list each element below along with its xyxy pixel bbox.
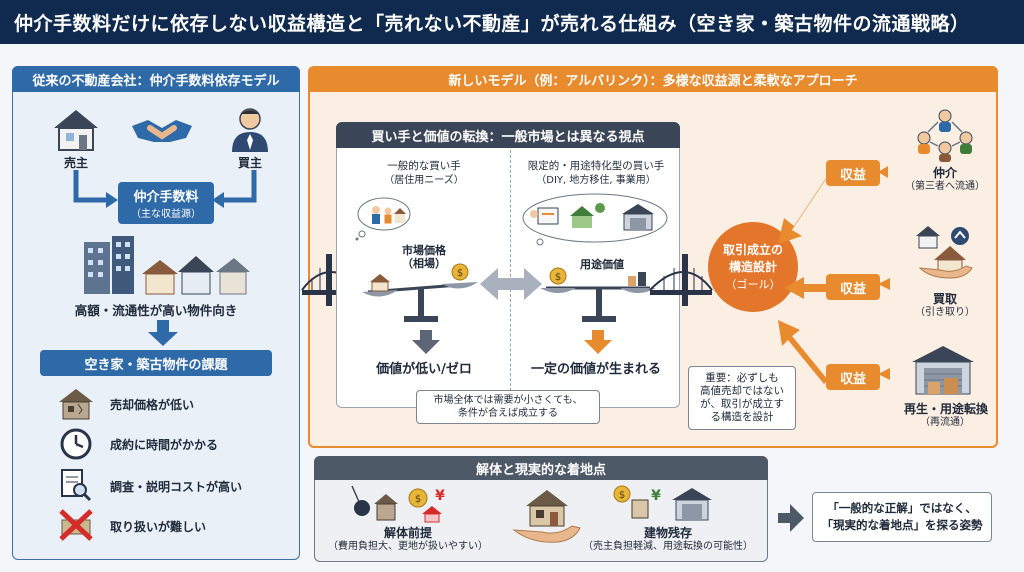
fee-title: 仲介手数料 [133, 190, 199, 205]
important-note-line-3: が、取引が成立す [700, 398, 784, 410]
cross-money-icon [59, 509, 93, 541]
use-value-label: 用途価値 [580, 258, 624, 271]
source-2-name: 買取 [932, 292, 957, 306]
market-price-sub: （相場） [402, 257, 446, 270]
general-buyer-label: 一般的な買い手 [387, 160, 461, 172]
down-arrow-icon [148, 320, 178, 346]
bridge-right-icon [649, 254, 713, 306]
fee-subtitle: （主な収益源） [131, 209, 201, 220]
market-note: 市場全体では需要が小さくても、 条件が合えば成立する [416, 390, 600, 424]
buyer-label: 買主 [237, 156, 262, 170]
important-note: 重要：必ずしも 高値売却ではない が、取引が成立す る構造を設計 [688, 366, 796, 430]
new-model-heading: 新しいモデル（例：アルバリンク）：多様な収益源と柔軟なアプローチ [308, 66, 998, 92]
scale-balanced-icon: $ [540, 267, 656, 322]
svg-text:$: $ [619, 490, 625, 501]
svg-text:$: $ [457, 268, 463, 279]
value-shift-heading: 買い手と価値の転換：一般市場とは異なる視点 [336, 122, 680, 148]
demolition-label: 解体前提 [383, 526, 432, 540]
general-buyer-need: （居住用ニーズ） [384, 175, 464, 186]
svg-text:$: $ [415, 494, 421, 505]
keep-label: 建物残存 [643, 526, 692, 540]
revenue-arrows [778, 166, 890, 384]
goal-line-2: 構造設計 [728, 259, 777, 274]
demolition-sub: （費用負担大、更地が扱いやすい） [328, 541, 488, 552]
issues-heading: 空き家・築古物件の課題 [40, 350, 272, 376]
source-3-sub: （再流通） [920, 417, 970, 428]
scale-tilted-icon: $ [362, 263, 478, 322]
svg-text:¥: ¥ [651, 488, 661, 504]
document-search-icon [61, 469, 92, 502]
page-title: 仲介手数料だけに依存しない収益構造と「売れない不動産」が売れる仕組み（空き家・築… [0, 0, 1024, 44]
fee-box: 仲介手数料 （主な収益源） [118, 182, 214, 224]
old-house-icon [59, 389, 93, 420]
goal-line-3: （ゴール） [725, 277, 781, 291]
people-network-icon [917, 109, 973, 162]
keep-sub: （売主負担軽減、用途転換の可能性） [583, 541, 753, 552]
issue-item-1: 売却価格が低い [110, 398, 195, 412]
value-created-label: 一定の価値が生まれる [530, 362, 661, 377]
value-low-label: 価値が低い/ゼロ [376, 362, 472, 377]
flow-arrows [73, 170, 257, 208]
use-case-thought-icon [522, 193, 668, 246]
swap-arrows-icon [480, 268, 542, 300]
warehouse-icon [912, 346, 974, 395]
building-keep-icon: $ ¥ [613, 485, 712, 521]
market-price-label: 市場価格 [402, 244, 446, 257]
market-note-line-1: 市場全体では需要が小さくても、 [433, 395, 583, 406]
buyer-person-icon [232, 108, 268, 152]
important-note-line-2: 高値売却ではない [700, 385, 784, 397]
house-in-hand-icon [916, 226, 973, 279]
source-2-sub: （引き取り） [915, 307, 975, 318]
clock-icon [60, 428, 92, 460]
landing-heading: 解体と現実的な着地点 [314, 456, 768, 480]
seller-label: 売主 [63, 156, 88, 170]
down-arrow-orange-icon [584, 330, 612, 354]
seller-house-icon [54, 110, 98, 151]
svg-text:$: $ [555, 272, 561, 283]
traditional-model-heading: 従来の不動産会社：仲介手数料依存モデル [12, 66, 300, 92]
revenue-pill-1: 収益 [826, 160, 880, 186]
conclusion-line-2: 「現実的な着地点」を探る姿勢 [821, 518, 983, 532]
important-note-line-4: る構造を設計 [710, 411, 774, 423]
conclusion-line-1: 「一般的な正解」ではなく、 [827, 501, 977, 515]
value-shift-box [336, 122, 680, 408]
source-3-name: 再生・用途転換 [903, 402, 988, 416]
buildings-icon [84, 236, 250, 295]
svg-text:¥: ¥ [435, 488, 445, 504]
down-arrow-gray-icon [412, 330, 440, 354]
demolition-icon: $ ¥ [351, 485, 445, 523]
source-1-name: 仲介 [932, 166, 957, 180]
important-note-line-1: 重要：必ずしも [705, 372, 779, 384]
goal-line-1: 取引成立の [722, 242, 783, 257]
family-thought-icon [355, 197, 411, 241]
suited-label: 高額・流通性が高い物件向き [74, 303, 238, 318]
source-1-sub: （第三者へ流通） [905, 181, 985, 192]
issue-item-4: 取り扱いが難しい [110, 520, 207, 534]
right-arrow-icon [778, 504, 804, 532]
market-note-line-2: 条件が合えば成立する [458, 408, 558, 419]
limited-buyer-need: （DIY, 地方移住, 事業用） [536, 175, 656, 186]
limited-buyer-label: 限定的・用途特化型の買い手 [527, 160, 665, 172]
issue-item-2: 成約に時間がかかる [110, 438, 219, 452]
house-hand-center-icon [512, 490, 581, 543]
conclusion-box: 「一般的な正解」ではなく、 「現実的な着地点」を探る姿勢 [812, 492, 992, 542]
revenue-pill-3: 収益 [826, 364, 880, 390]
issue-item-3: 調査・説明コストが高い [110, 480, 243, 494]
handshake-icon [132, 120, 192, 142]
revenue-pill-2: 収益 [826, 274, 880, 300]
